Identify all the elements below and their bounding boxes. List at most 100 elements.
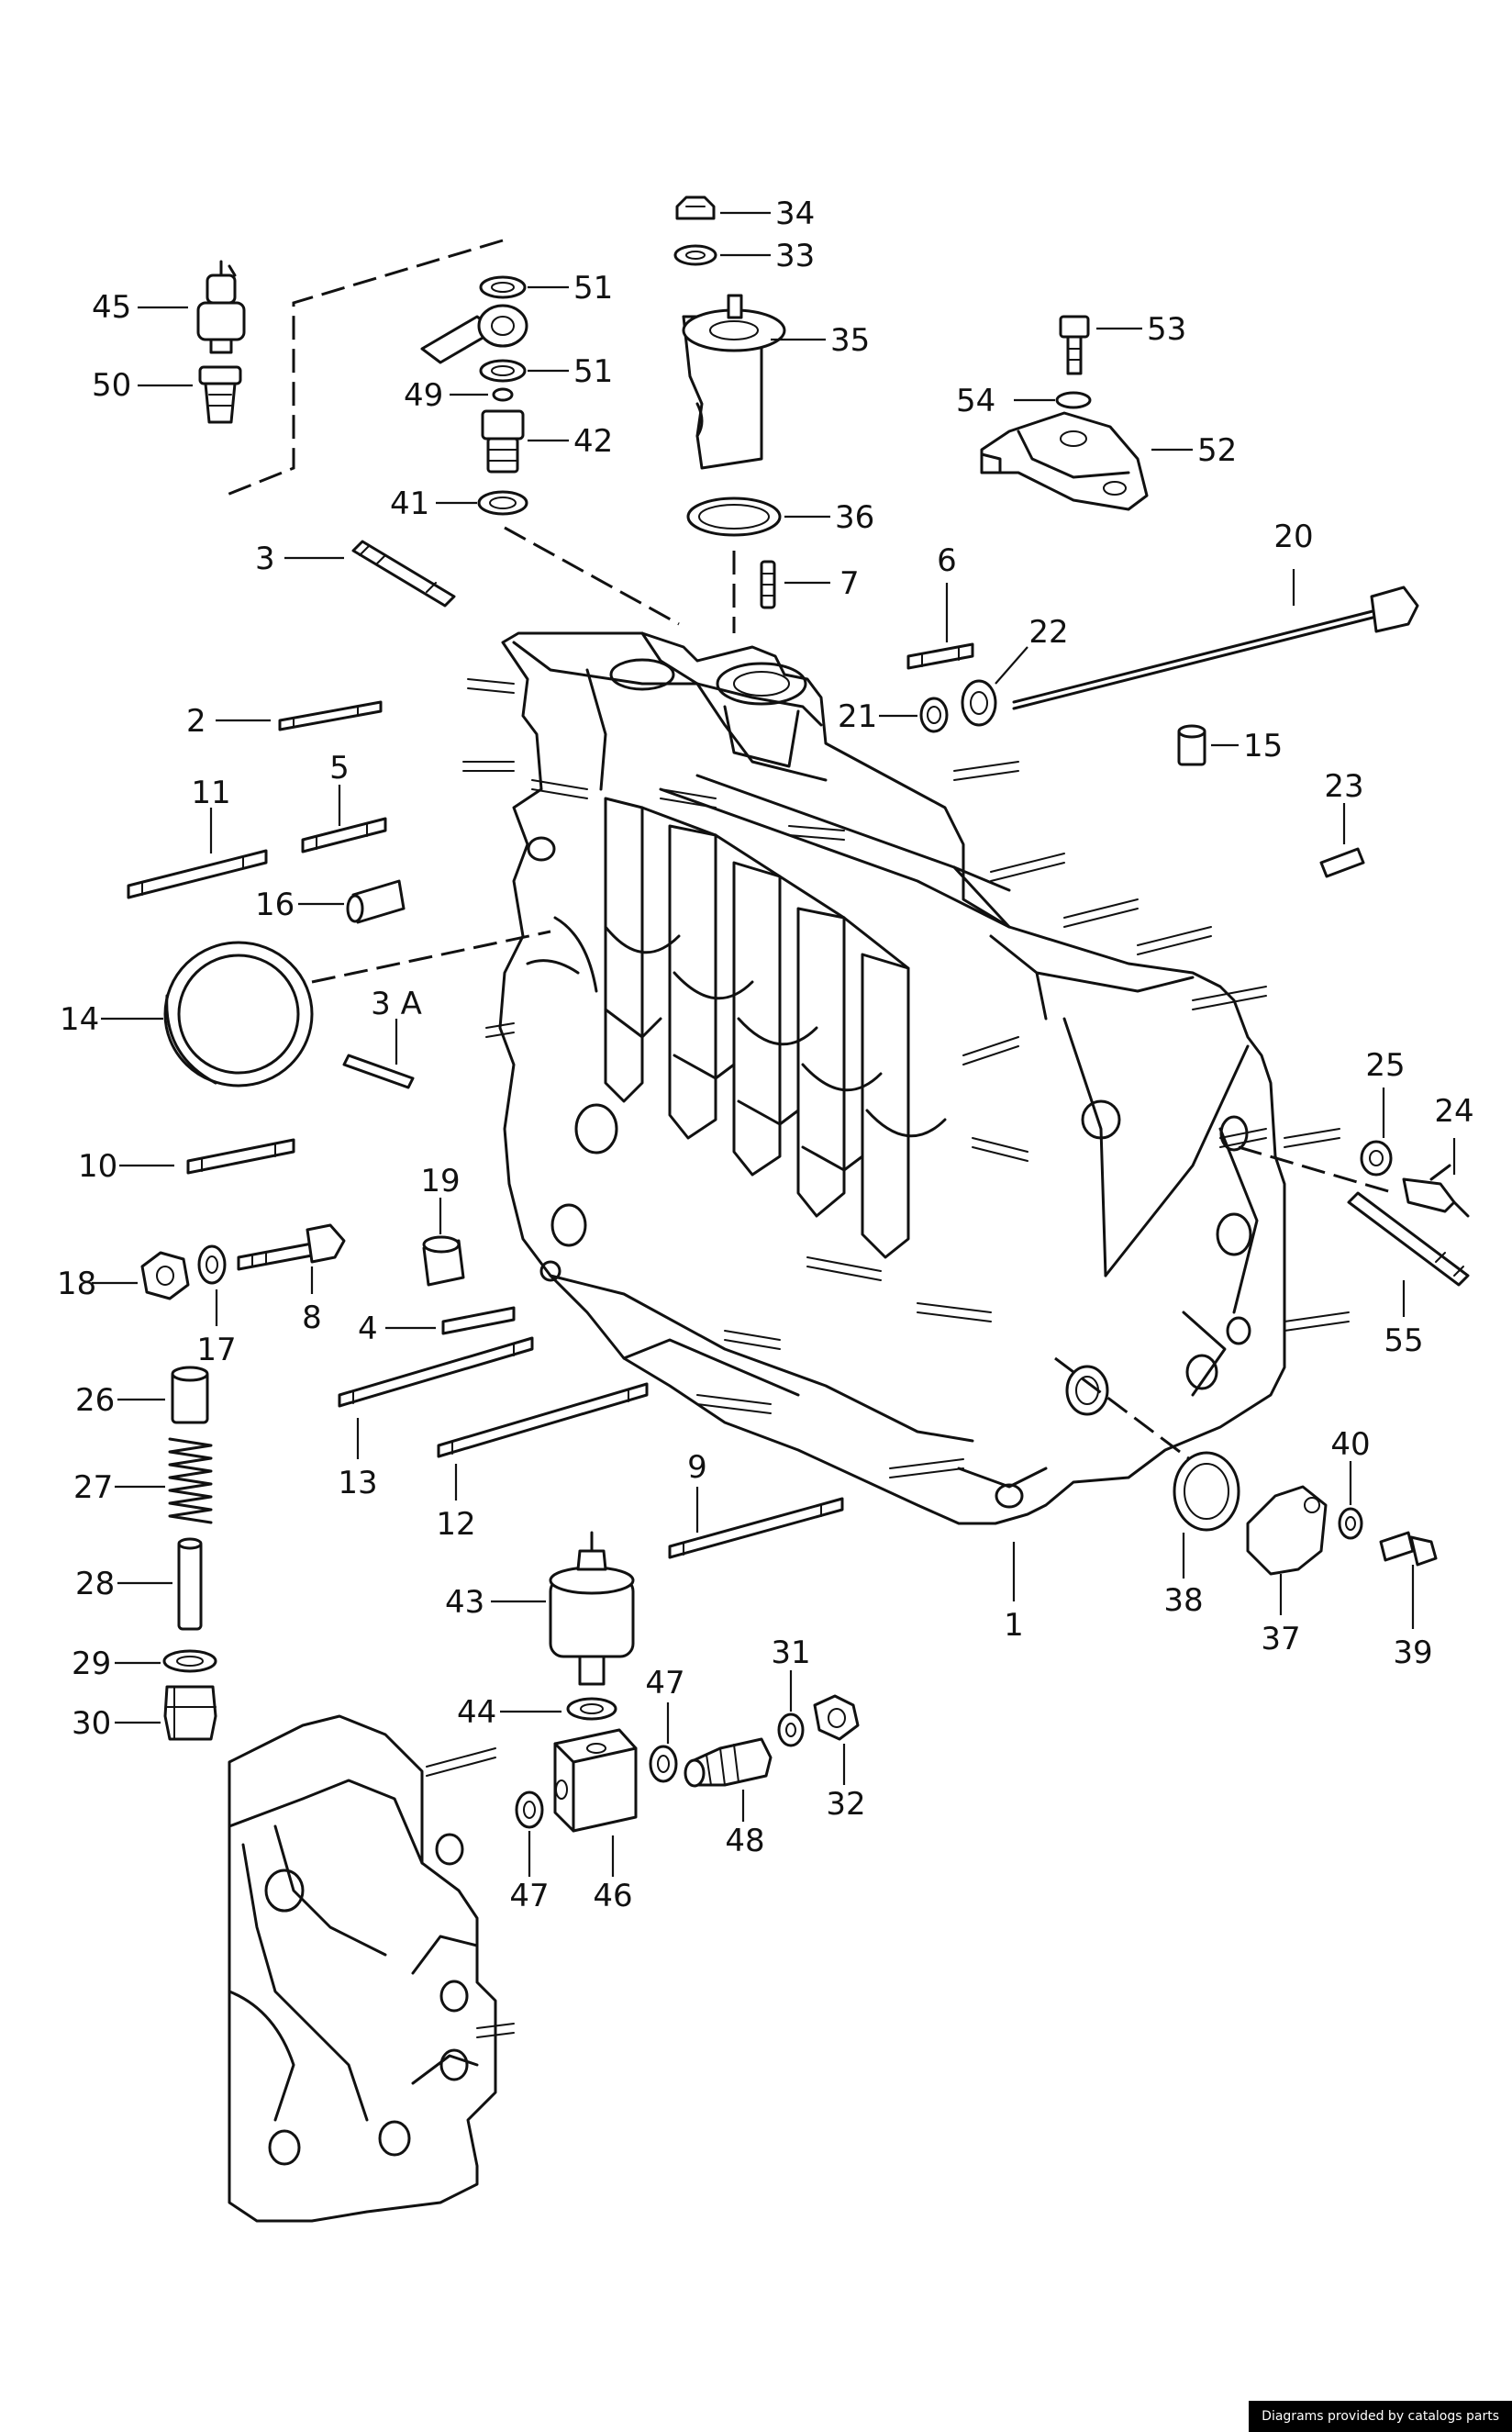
part-45-pressure-switch (196, 260, 246, 354)
callout: 13 (338, 1465, 377, 1501)
callout: 24 (1434, 1093, 1473, 1130)
part-44-washer (566, 1697, 617, 1721)
part-50-adapter (198, 365, 242, 424)
part-51-washer-bottom (479, 359, 527, 383)
part-42-union (481, 409, 525, 474)
part-33-washer (673, 244, 717, 266)
part-2-stud (278, 700, 383, 731)
part-46-block (553, 1728, 638, 1833)
callout: 12 (436, 1506, 475, 1543)
part-5-stud (301, 817, 387, 853)
callout: 33 (775, 238, 815, 274)
callout: 26 (75, 1382, 115, 1419)
part-34-nut (675, 195, 716, 220)
callout: 31 (771, 1634, 810, 1671)
part-6-stud (906, 642, 974, 670)
part-8-bolt (237, 1223, 346, 1271)
callout: 48 (725, 1823, 764, 1859)
callout: 3 (255, 541, 275, 577)
leader-lines (92, 211, 1456, 1877)
callout: 51 (573, 353, 613, 390)
part-35-thermostat (682, 294, 786, 470)
callout: 47 (509, 1878, 549, 1914)
part-37-cover (1246, 1485, 1328, 1576)
callout: 19 (420, 1163, 460, 1199)
part-51-washer-top (479, 275, 527, 299)
part-9-stud (668, 1497, 844, 1559)
part-30-plug (163, 1685, 217, 1741)
part-47-washer-right (649, 1745, 678, 1783)
callout: 5 (329, 750, 350, 786)
callout: 28 (75, 1566, 115, 1602)
part-17-washer (197, 1244, 227, 1285)
callout: 2 (186, 703, 206, 740)
part-24-sender (1402, 1164, 1470, 1218)
callout: 21 (838, 698, 877, 735)
part-14-seal (163, 941, 314, 1088)
part-55-stud (1347, 1191, 1470, 1287)
callout: 35 (830, 322, 870, 359)
callout: 22 (1028, 614, 1068, 651)
callout: 32 (826, 1786, 865, 1823)
callout: 3 A (371, 986, 422, 1022)
callout: 34 (775, 195, 815, 232)
part-16-sleeve (346, 879, 406, 924)
callout: 17 (196, 1332, 236, 1368)
part-25-seal (1360, 1140, 1393, 1177)
callout: 54 (956, 383, 995, 419)
part-23-dowel (1319, 847, 1365, 878)
part-3a-stud (342, 1054, 415, 1089)
part-54-washer (1055, 391, 1092, 409)
callout: 55 (1384, 1322, 1423, 1359)
callout: 7 (839, 565, 860, 602)
part-43-sender (549, 1531, 635, 1686)
callout: 39 (1393, 1634, 1432, 1671)
part-18-nut (140, 1251, 190, 1300)
callout: 9 (687, 1449, 707, 1486)
part-26-piston (171, 1366, 209, 1424)
part-10-stud (186, 1138, 295, 1175)
callout: 46 (593, 1878, 632, 1914)
part-21-seal (919, 697, 949, 733)
callout: 16 (255, 887, 295, 923)
part-52-bracket (980, 411, 1149, 511)
crankcase-housing (462, 631, 1350, 1525)
part-49-oring (492, 387, 514, 402)
callout: 14 (60, 1001, 99, 1038)
callout: 15 (1243, 728, 1283, 764)
callout: 1 (1004, 1607, 1024, 1644)
part-4-stud (441, 1306, 516, 1335)
callout: 18 (57, 1266, 96, 1302)
part-39-bolt (1379, 1531, 1438, 1567)
part-7-stud (760, 560, 776, 609)
callout: 44 (457, 1694, 496, 1731)
part-19-sleeve (422, 1235, 465, 1287)
assembly-line-45 (224, 239, 504, 497)
callout: 53 (1147, 311, 1186, 348)
callout: 52 (1197, 432, 1237, 469)
part-40-washer (1338, 1507, 1363, 1540)
callout: 11 (191, 775, 230, 811)
callout: 25 (1365, 1047, 1405, 1084)
part-20-rod (1012, 586, 1419, 710)
callout: 20 (1273, 519, 1313, 555)
part-47-washer-left (515, 1791, 544, 1829)
callout: 29 (72, 1646, 111, 1682)
bearing-webs (604, 797, 947, 1259)
part-36-gasket (686, 496, 782, 537)
assembly-line-24 (1238, 1145, 1395, 1195)
part-41-seal (477, 490, 528, 516)
part-31-washer (777, 1712, 805, 1747)
part-22-seal (961, 679, 997, 727)
callout: 40 (1330, 1426, 1370, 1463)
part-12-stud (437, 1382, 649, 1458)
callout: 49 (404, 377, 443, 414)
assembly-line-38 (1054, 1356, 1203, 1470)
callout: 43 (445, 1584, 484, 1621)
callout: 42 (573, 423, 613, 460)
callout: 8 (302, 1300, 322, 1336)
part-banjo-fitting (420, 304, 528, 364)
case-studs (462, 678, 1350, 1478)
assembly-line-41 (504, 526, 680, 626)
